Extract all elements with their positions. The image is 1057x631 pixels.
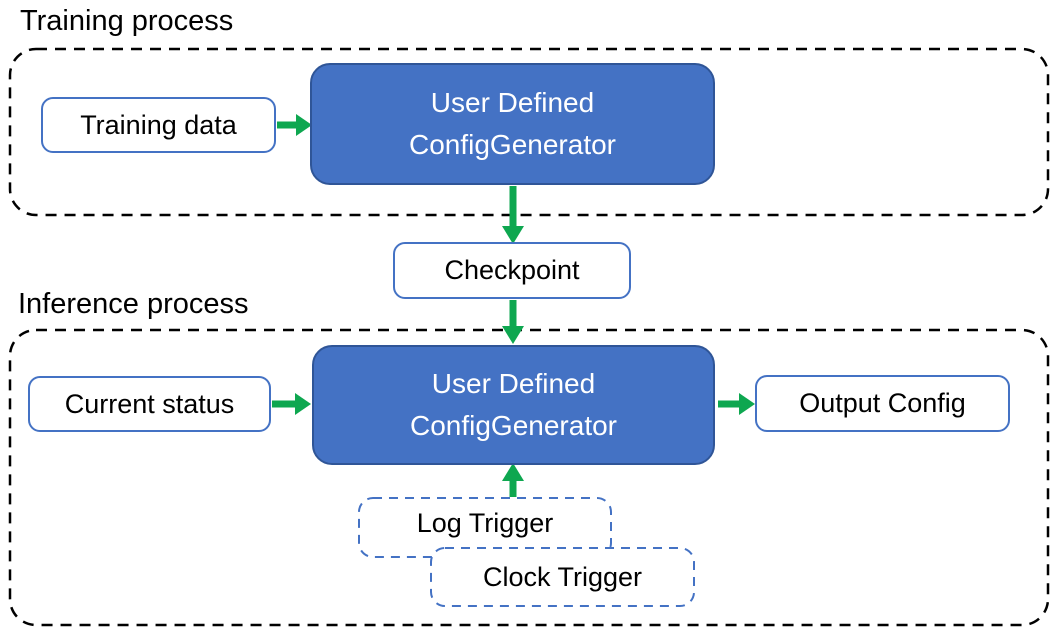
checkpoint-box: Checkpoint [393,242,631,299]
inference-process-label: Inference process [18,288,249,320]
arrow-training-data-to-model [277,114,312,136]
config-generator-box-training: User Defined ConfigGenerator [310,63,715,185]
arrow-checkpoint-to-model [502,300,524,344]
training-process-label: Training process [20,5,234,37]
arrow-model-to-checkpoint [502,186,524,244]
clock-trigger-label: Clock Trigger [482,561,643,592]
config-generator-box-inference: User Defined ConfigGenerator [312,345,715,465]
output-config-box: Output Config [755,375,1010,432]
inference-container-outline [8,328,1050,627]
current-status-box: Current status [28,376,271,432]
clock-trigger-box [430,547,695,607]
training-container-outline [8,47,1050,217]
log-trigger-label: Log Trigger [416,507,554,538]
arrow-current-status-to-model [272,393,311,415]
arrow-log-trigger-to-model [502,463,524,497]
log-trigger-box [358,497,612,558]
training-data-box: Training data [41,97,276,153]
arrow-model-to-output-config [718,393,755,415]
